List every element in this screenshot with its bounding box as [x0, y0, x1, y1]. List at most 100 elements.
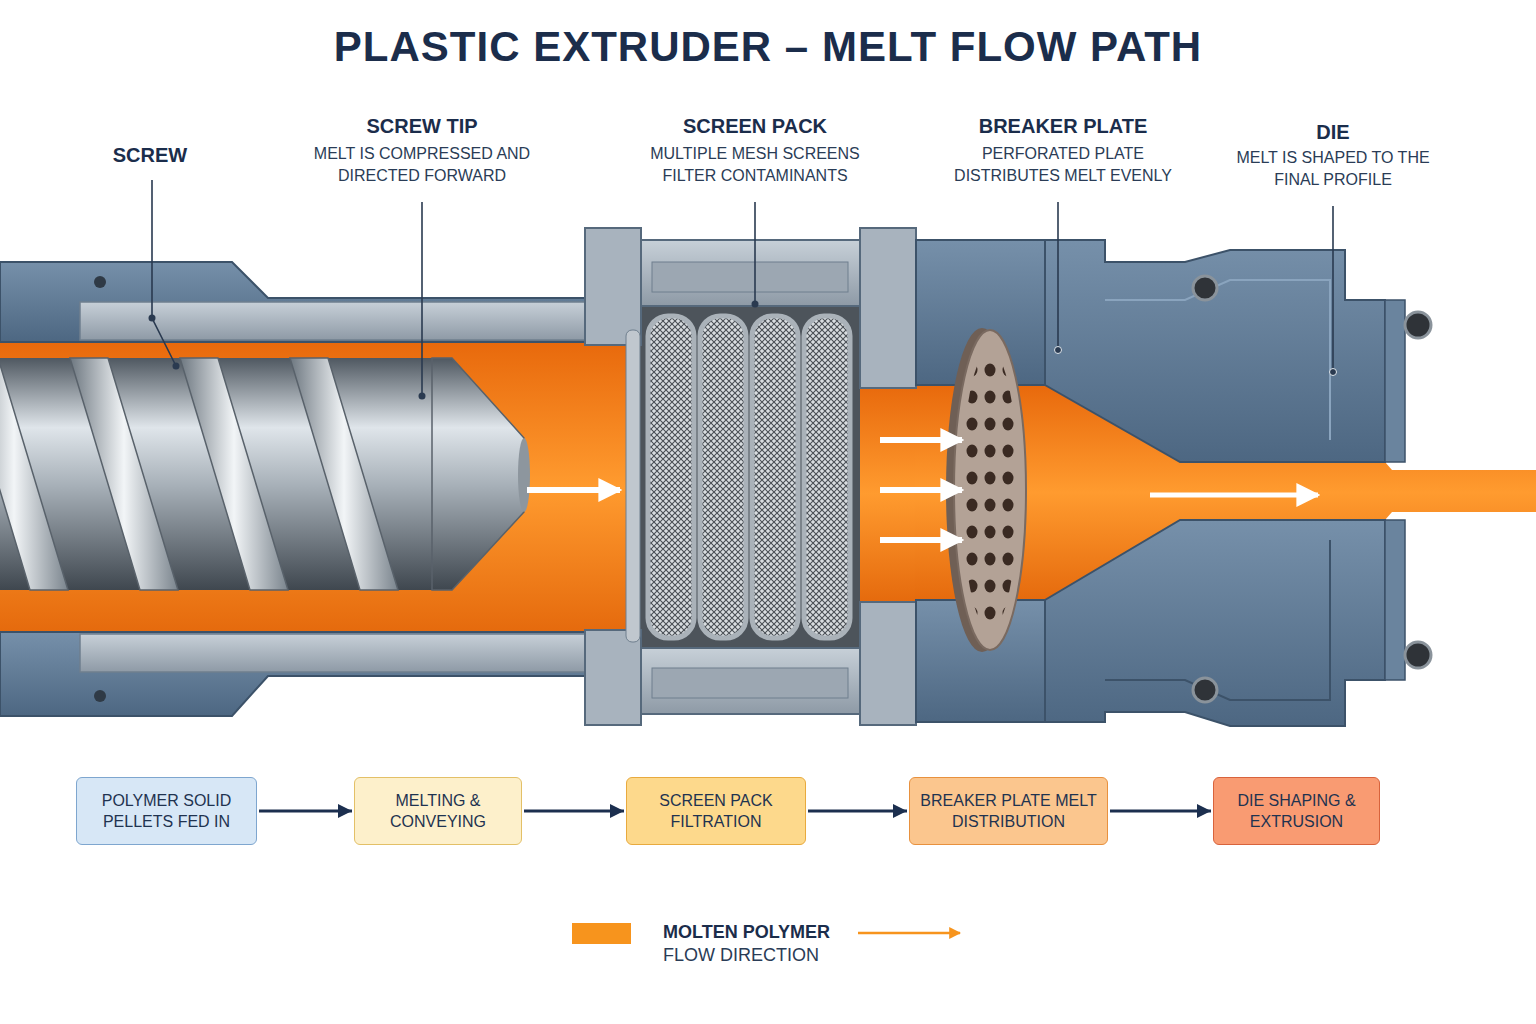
callout-title: BREAKER PLATE	[933, 113, 1193, 139]
callout-wrap: MELT IS SHAPED TO THE FINAL PROFILE	[1233, 147, 1433, 191]
illustration-part	[640, 240, 860, 306]
illustration-part	[94, 690, 106, 702]
callout-title: DIE	[1233, 119, 1433, 145]
process-box: POLYMER SOLID PELLETS FED IN	[76, 777, 257, 845]
illustration-part	[585, 630, 641, 725]
illustration-part	[173, 363, 180, 370]
illustration-part	[860, 228, 916, 388]
legend-swatch	[572, 923, 631, 944]
illustration-part	[70, 358, 178, 590]
illustration-part	[419, 393, 426, 400]
box-label: POLYMER SOLID PELLETS FED IN	[87, 790, 246, 832]
illustration-part	[754, 202, 756, 304]
illustration-part	[290, 358, 398, 590]
illustration-part	[652, 262, 848, 292]
illustration-part	[0, 632, 600, 716]
illustration-part	[1193, 276, 1217, 300]
die-body	[916, 240, 1431, 726]
illustration-part	[1057, 202, 1059, 350]
illustration-part	[954, 330, 1026, 650]
illustration-part	[1385, 300, 1405, 462]
illustration-part	[1105, 280, 1330, 440]
callout-text: PERFORATED PLATE DISTRIBUTES MELT EVENLY	[938, 143, 1188, 187]
callout-wrap: BREAKER PLATE	[933, 113, 1193, 139]
illustration-part	[860, 602, 916, 725]
flow-arrows-white	[880, 440, 1318, 540]
illustration-part	[180, 358, 288, 590]
illustration-part	[1193, 678, 1217, 702]
callout-wrap: MELT IS COMPRESSED AND DIRECTED FORWARD	[311, 143, 533, 187]
callout-text: MELT IS SHAPED TO THE FINAL PROFILE	[1233, 147, 1433, 191]
illustration-part	[1405, 312, 1431, 338]
screen-pack	[585, 228, 916, 725]
illustration-part	[752, 316, 798, 638]
illustration-part	[880, 537, 962, 543]
process-box: BREAKER PLATE MELT DISTRIBUTION	[909, 777, 1108, 845]
illustration-part	[880, 437, 962, 443]
flow-arrow	[808, 810, 907, 813]
callout-title: SCREEN PACK	[625, 113, 885, 139]
callout-text: MELT IS COMPRESSED AND DIRECTED FORWARD	[311, 143, 533, 187]
illustration-part	[80, 634, 590, 672]
process-box: SCREEN PACK FILTRATION	[626, 777, 806, 845]
legend-entry: MOLTEN POLYMER	[663, 921, 830, 943]
illustration-part	[80, 302, 590, 340]
illustration-part	[1405, 642, 1431, 668]
illustration-part	[1055, 347, 1062, 354]
legend-arrow-sample	[858, 932, 960, 935]
legend-text: MOLTEN POLYMER	[663, 921, 830, 943]
illustration-part	[0, 358, 68, 590]
flow-arrow-white	[527, 487, 620, 493]
flow-arrow	[524, 810, 624, 813]
illustration-part	[1332, 206, 1334, 372]
illustration-part	[432, 358, 524, 590]
box-label: DIE SHAPING & EXTRUSION	[1224, 790, 1369, 832]
callout-wrap: SCREW TIP	[292, 113, 552, 139]
illustration-part	[1385, 520, 1405, 680]
illustration-part	[1045, 240, 1385, 462]
box-label: SCREEN PACK FILTRATION	[637, 790, 795, 832]
leader-lines	[149, 180, 1337, 400]
illustration-part	[94, 276, 106, 288]
callout-wrap: MULTIPLE MESH SCREENS FILTER CONTAMINANT…	[635, 143, 875, 187]
legend-text: FLOW DIRECTION	[663, 944, 819, 966]
diagram-title: PLASTIC EXTRUDER – MELT FLOW PATH	[0, 20, 1536, 74]
illustration-part	[1150, 493, 1318, 498]
illustration-part	[700, 316, 746, 638]
illustration-part	[1330, 369, 1337, 376]
flow-arrow	[259, 810, 352, 813]
illustration-part	[0, 342, 640, 632]
callout-title: SCREW TIP	[292, 113, 552, 139]
flow-arrow	[1110, 810, 1211, 813]
illustration-part	[880, 487, 962, 493]
illustration-part	[652, 668, 848, 698]
illustration-part	[152, 180, 176, 366]
callout-text: MULTIPLE MESH SCREENS FILTER CONTAMINANT…	[635, 143, 875, 187]
illustration-part	[640, 305, 860, 648]
illustration-part	[626, 330, 640, 642]
illustration-part	[1105, 540, 1330, 700]
callout-wrap: DIE	[1233, 119, 1433, 145]
process-box: MELTING & CONVEYING	[354, 777, 522, 845]
illustration-part	[640, 648, 860, 714]
callout-title: SCREW	[50, 142, 250, 168]
illustration-part	[421, 202, 423, 396]
callout-wrap: SCREEN PACK	[625, 113, 885, 139]
process-box: DIE SHAPING & EXTRUSION	[1213, 777, 1380, 845]
illustration-part	[804, 316, 850, 638]
illustration-part	[0, 358, 435, 590]
illustration-part	[0, 262, 600, 342]
illustration-part	[518, 438, 530, 512]
illustration-part	[752, 301, 759, 308]
illustration-part	[962, 350, 1018, 630]
legend-entry: FLOW DIRECTION	[663, 944, 819, 966]
box-label: MELTING & CONVEYING	[365, 790, 511, 832]
box-label: BREAKER PLATE MELT DISTRIBUTION	[920, 790, 1097, 832]
illustration-part	[1045, 520, 1385, 726]
illustration-part	[149, 315, 156, 322]
illustration-part	[585, 228, 641, 345]
callout-wrap: SCREW	[50, 142, 250, 168]
callout-wrap: PERFORATED PLATE DISTRIBUTES MELT EVENLY	[938, 143, 1188, 187]
screw	[0, 358, 530, 590]
